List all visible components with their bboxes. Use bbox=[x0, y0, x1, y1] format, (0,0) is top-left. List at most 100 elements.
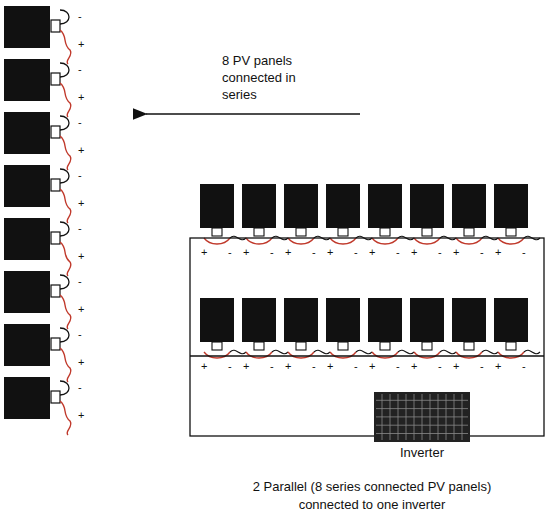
polarity-sign: - bbox=[438, 246, 442, 258]
polarity-sign: + bbox=[285, 360, 291, 372]
grid-line bbox=[376, 416, 468, 417]
pv-panel bbox=[284, 298, 318, 342]
polarity-sign: + bbox=[78, 356, 84, 368]
polarity-sign: + bbox=[327, 360, 333, 372]
pv-panel bbox=[200, 184, 234, 228]
series-wire bbox=[414, 238, 440, 244]
junction-box bbox=[51, 179, 60, 191]
polarity-sign: - bbox=[438, 360, 442, 372]
cable bbox=[60, 222, 69, 236]
junction-box bbox=[51, 391, 60, 403]
junction-box bbox=[296, 228, 306, 236]
junction-box bbox=[254, 228, 264, 236]
polarity-sign: + bbox=[495, 360, 501, 372]
series-wire bbox=[60, 189, 71, 223]
pv-panel bbox=[452, 298, 486, 342]
polarity-sign: + bbox=[453, 246, 459, 258]
pv-panel bbox=[494, 298, 528, 342]
polarity-sign: - bbox=[78, 275, 82, 287]
cable bbox=[60, 328, 69, 342]
inverter-label: Inverter bbox=[374, 444, 470, 461]
pv-panel bbox=[4, 218, 50, 260]
polarity-sign: + bbox=[411, 246, 417, 258]
polarity-sign: + bbox=[453, 360, 459, 372]
polarity-sign: + bbox=[243, 246, 249, 258]
junction-box bbox=[422, 342, 432, 350]
polarity-sign: - bbox=[78, 222, 82, 234]
pv-panel bbox=[410, 298, 444, 342]
cable bbox=[230, 350, 246, 353]
series-wire bbox=[246, 352, 272, 358]
pv-panel bbox=[4, 112, 50, 154]
polarity-sign: - bbox=[78, 169, 82, 181]
polarity-sign: + bbox=[411, 360, 417, 372]
polarity-sign: - bbox=[228, 360, 232, 372]
pv-panel bbox=[326, 298, 360, 342]
junction-box bbox=[464, 228, 474, 236]
series-wire bbox=[330, 238, 356, 244]
polarity-sign: + bbox=[327, 246, 333, 258]
junction-box bbox=[212, 228, 222, 236]
polarity-sign: - bbox=[78, 10, 82, 22]
series-wire bbox=[288, 352, 314, 358]
series-wire bbox=[414, 352, 440, 358]
series-wire bbox=[246, 238, 272, 244]
polarity-sign: + bbox=[78, 38, 84, 50]
polarity-sign: - bbox=[522, 246, 526, 258]
cable bbox=[60, 63, 69, 77]
polarity-sign: - bbox=[78, 381, 82, 393]
pv-panel bbox=[242, 184, 276, 228]
pv-panel bbox=[4, 377, 50, 419]
cable bbox=[272, 350, 288, 353]
series-wire bbox=[60, 242, 71, 276]
polarity-sign: - bbox=[522, 360, 526, 372]
junction-box bbox=[338, 342, 348, 350]
parallel-wire bbox=[190, 355, 544, 356]
polarity-sign: + bbox=[78, 303, 84, 315]
junction-box bbox=[254, 342, 264, 350]
inverter-symbol bbox=[374, 392, 470, 442]
caption: 2 Parallel (8 series connected PV panels… bbox=[247, 478, 497, 514]
polarity-sign: + bbox=[78, 409, 84, 421]
grid-line bbox=[376, 408, 468, 409]
cable bbox=[60, 116, 69, 130]
polarity-sign: + bbox=[243, 360, 249, 372]
junction-box bbox=[51, 126, 60, 138]
polarity-sign: - bbox=[312, 360, 316, 372]
inverter-body bbox=[374, 392, 470, 442]
grid-line bbox=[376, 433, 468, 434]
junction-box bbox=[51, 338, 60, 350]
series-wire bbox=[498, 238, 524, 244]
series-wire bbox=[60, 30, 71, 64]
cable bbox=[482, 350, 498, 353]
series-wire bbox=[204, 238, 230, 244]
series-wire bbox=[330, 352, 356, 358]
pv-panel bbox=[326, 184, 360, 228]
series-wire bbox=[60, 295, 71, 329]
series-wire bbox=[456, 238, 482, 244]
cable bbox=[524, 350, 540, 353]
inverter-box: Inverter bbox=[374, 392, 470, 461]
pv-panel bbox=[368, 184, 402, 228]
polarity-sign: + bbox=[78, 91, 84, 103]
pv-panel bbox=[4, 165, 50, 207]
polarity-sign: + bbox=[285, 246, 291, 258]
pv-panel bbox=[4, 59, 50, 101]
cable bbox=[356, 350, 372, 353]
pv-panel bbox=[410, 184, 444, 228]
pv-panel bbox=[368, 298, 402, 342]
series-wire bbox=[60, 401, 71, 435]
callout-text: 8 PV panels connected in series bbox=[222, 52, 332, 103]
cable bbox=[60, 10, 69, 24]
polarity-sign: - bbox=[480, 360, 484, 372]
junction-box bbox=[422, 228, 432, 236]
polarity-sign: - bbox=[228, 246, 232, 258]
pv-panel bbox=[4, 6, 50, 48]
pv-panel bbox=[4, 271, 50, 313]
polarity-sign: + bbox=[369, 246, 375, 258]
polarity-sign: - bbox=[270, 246, 274, 258]
pv-panel bbox=[494, 184, 528, 228]
grid-line bbox=[376, 425, 468, 426]
junction-box bbox=[338, 228, 348, 236]
junction-box bbox=[464, 342, 474, 350]
